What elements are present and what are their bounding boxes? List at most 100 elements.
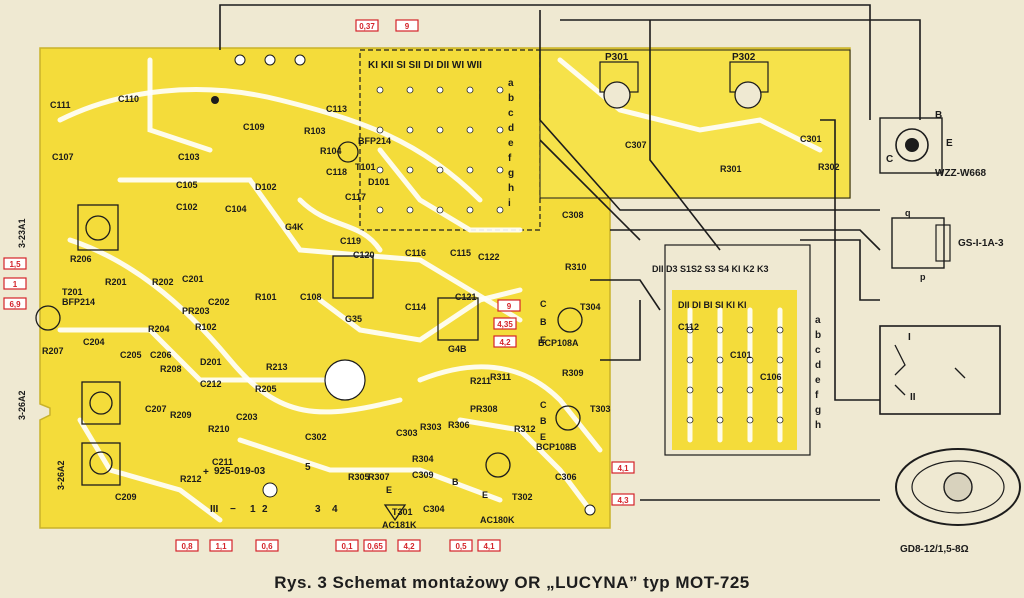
- switch-pin-iii: q: [905, 208, 911, 218]
- svg-text:4: 4: [332, 504, 338, 515]
- test-point-value: 4,35: [497, 320, 513, 329]
- label-d201: D201: [200, 357, 222, 367]
- socket-pin-p: E: [946, 138, 953, 149]
- label-c105: C105: [176, 180, 198, 190]
- svg-text:i: i: [508, 198, 511, 209]
- label-c112: C112: [678, 322, 699, 332]
- svg-text:3: 3: [315, 504, 321, 515]
- socket-pin-r: B: [935, 110, 942, 121]
- label-c301: C301: [800, 134, 822, 144]
- transistor-symbols: [35, 141, 583, 522]
- label-c103: C103: [178, 152, 200, 162]
- test-point-value: 6,9: [9, 300, 21, 309]
- label-r312: R312: [514, 424, 536, 434]
- label-r204: R204: [148, 324, 170, 334]
- label-r305: R305: [348, 472, 370, 482]
- test-point-box: 9: [395, 19, 419, 32]
- label-c207: C207: [145, 404, 167, 414]
- test-point-box: 0,65: [363, 539, 387, 552]
- label-c308: C308: [562, 210, 584, 220]
- label-c101: C101: [730, 350, 752, 360]
- test-point-value: 0,6: [261, 542, 273, 551]
- label-c204: C204: [83, 337, 105, 347]
- label-3-26a2: 3-26A2: [17, 390, 27, 420]
- test-points: 0,37 9 1,5 1 6,9 9 4,35 4,2 4,1 4,3 0,8 1,1 0,6 0,1 0,…: [3, 19, 635, 552]
- label-r306: R306: [448, 420, 470, 430]
- label-c202: C202: [208, 297, 230, 307]
- svg-text:b: b: [508, 93, 514, 104]
- label-c107: C107: [52, 152, 74, 162]
- test-point-box: 0,37: [355, 19, 379, 32]
- edge-connector-numbers: + III − 1 2 3 4 5: [203, 462, 338, 515]
- svg-text:e: e: [508, 138, 514, 149]
- label-r201: R201: [105, 277, 127, 287]
- label-bfp214: BFP214: [62, 297, 95, 307]
- svg-text:f: f: [815, 390, 819, 401]
- svg-text:g: g: [508, 168, 514, 179]
- label-c304: C304: [423, 504, 445, 514]
- test-point-box: 4,3: [611, 493, 635, 506]
- label-r202: R202: [152, 277, 174, 287]
- switch-board-pads: [686, 326, 784, 424]
- svg-text:B: B: [540, 317, 547, 327]
- label-bcp108a: BCP108A: [538, 338, 579, 348]
- coil-symbols: [77, 204, 479, 486]
- board-code: 925-019-03: [214, 466, 266, 477]
- label-r209: R209: [170, 410, 192, 420]
- socket-pin-q: C: [886, 154, 893, 165]
- label-r104: R104: [320, 146, 342, 156]
- test-point-box: 6,9: [3, 297, 27, 310]
- label-c109: C109: [243, 122, 265, 132]
- label-r207: R207: [42, 346, 64, 356]
- test-point-value: 0,8: [181, 542, 193, 551]
- test-point-box: 1,5: [3, 257, 27, 270]
- switch-gs-1a-3: q p: [891, 208, 951, 282]
- pcb-traces: [57, 57, 823, 523]
- label-t201: T201: [62, 287, 83, 297]
- test-point-box: 4,1: [611, 461, 635, 474]
- test-point-box: 4,35: [493, 317, 517, 330]
- svg-text:c: c: [815, 345, 821, 356]
- label-r310: R310: [565, 262, 587, 272]
- test-point-box: 4,2: [397, 539, 421, 552]
- svg-text:E: E: [540, 335, 546, 345]
- label-c306: C306: [555, 472, 577, 482]
- speaker-label: GD8-12/1,5-8Ω: [900, 544, 969, 555]
- label-g4b: G4B: [448, 344, 467, 354]
- external-wires: [219, 4, 921, 501]
- pot-p302: P302: [729, 52, 769, 109]
- label-c119: C119: [340, 236, 361, 246]
- switch-header-inner: DII DI BI SI KI KI: [678, 300, 747, 310]
- label-bcp108b: BCP108B: [536, 442, 577, 452]
- label-c211: C211: [212, 457, 233, 467]
- pot-p301: P301: [599, 52, 639, 109]
- label-bfp214: BFP214: [358, 136, 391, 146]
- test-point-value: 1: [13, 280, 18, 289]
- label-c302: C302: [305, 432, 327, 442]
- label-c122: C122: [478, 252, 500, 262]
- switch-header-bottom: DII D3 S1S2 S3 S4 KI K2 K3: [652, 264, 769, 274]
- test-point-box: 9: [497, 299, 521, 312]
- label-d101: D101: [368, 177, 390, 187]
- contact-letters-top: a b c d e f g h i: [508, 78, 514, 209]
- right-board-section: [539, 49, 851, 199]
- svg-text:III: III: [210, 504, 219, 515]
- label-r213: R213: [266, 362, 288, 372]
- label-3-23a1: 3-23A1: [17, 218, 27, 248]
- switch-board: [672, 290, 797, 450]
- svg-text:E: E: [540, 432, 546, 442]
- label-c303: C303: [396, 428, 418, 438]
- test-point-value: 4,2: [403, 542, 415, 551]
- svg-text:d: d: [815, 360, 821, 371]
- test-point-value: 0,5: [455, 542, 467, 551]
- test-point-value: 1,1: [215, 542, 227, 551]
- test-point-value: 4,1: [617, 464, 629, 473]
- label-t302: T302: [512, 492, 533, 502]
- test-point-value: 0,1: [341, 542, 353, 551]
- diagram-caption: Rys. 3 Schemat montażowy OR „LUCYNA” typ…: [274, 573, 750, 592]
- socket-wzz-w668: B E C: [879, 110, 953, 174]
- label-r311: R311: [490, 372, 511, 382]
- svg-text:c: c: [508, 108, 514, 119]
